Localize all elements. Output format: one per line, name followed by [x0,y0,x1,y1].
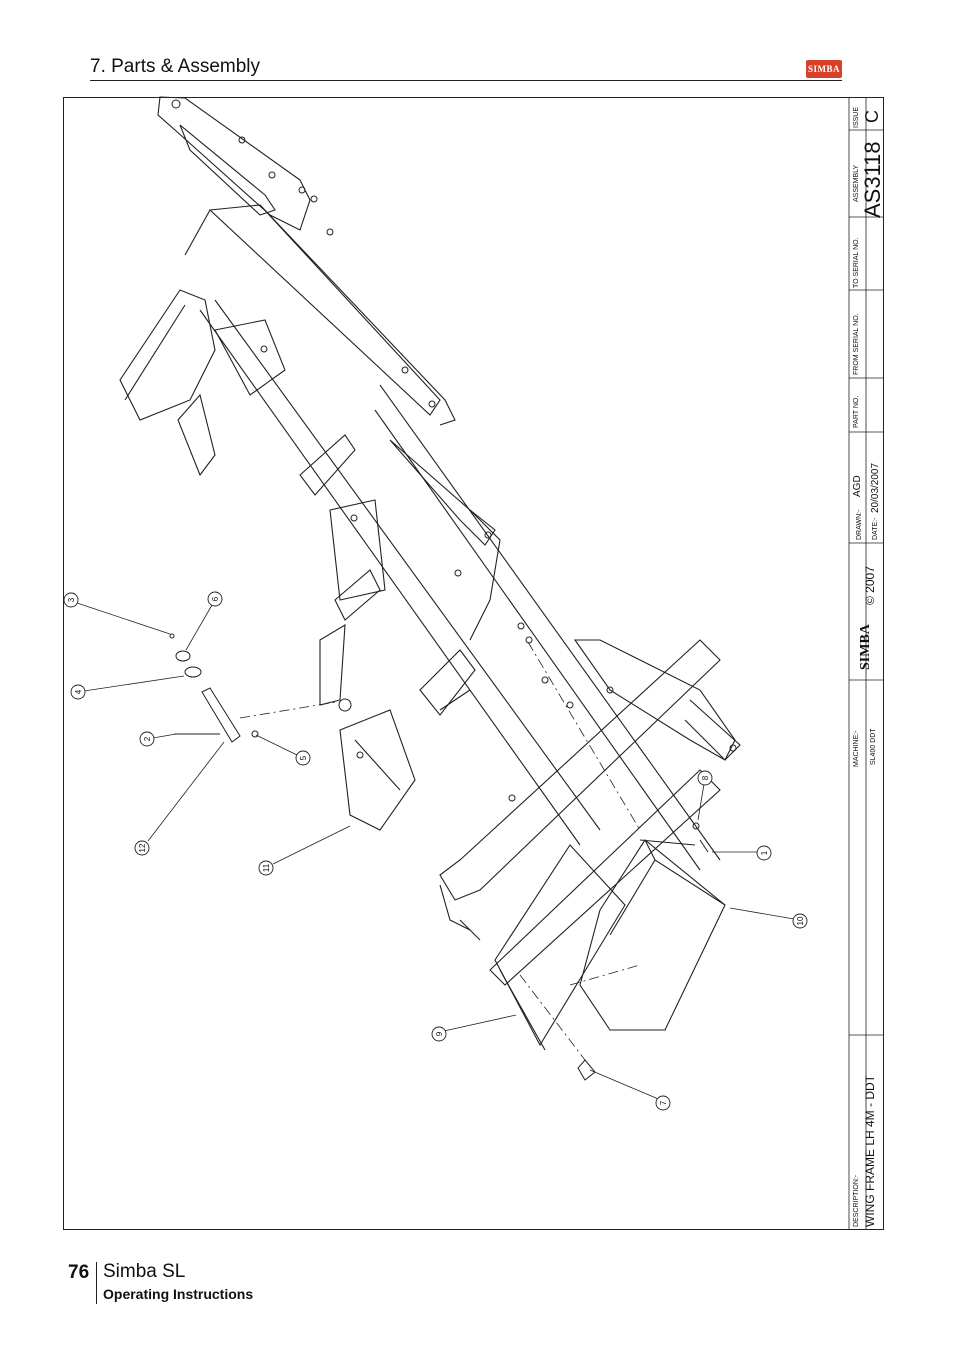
manual-subtitle: Operating Instructions [103,1286,254,1302]
date-label: DATE:- [872,517,879,540]
issue-label: ISSUE [853,107,860,128]
copyright: © 2007 [863,566,877,605]
brand-logo-text: SIMBA [807,64,840,74]
title-block-lines [848,97,884,1230]
svg-text:6: 6 [211,596,220,601]
callout-4: 4 [70,684,86,700]
callout-6: 6 [207,591,223,607]
svg-text:5: 5 [299,755,308,760]
callout-11: 11 [258,860,274,876]
wing-frame-outline [119,96,741,1051]
machine-label: MACHINE:- [853,730,860,767]
svg-text:8: 8 [701,775,710,780]
brand-logo: SIMBA [806,60,842,78]
description-label: DESCRIPTION:- [853,1174,860,1227]
page-number: 76 [68,1262,90,1283]
svg-text:4: 4 [74,689,83,694]
leader-lines [76,602,795,1102]
callout-1: 1 [756,845,772,861]
issue-value: C [862,110,882,123]
callout-7: 7 [655,1095,671,1111]
drawn-value: AGD [852,475,863,497]
assembly-label: ASSEMBLY [853,164,860,202]
date-value: 20/03/2007 [870,463,881,513]
description-value: WING FRAME LH 4M - DDT [863,1074,877,1227]
svg-text:12: 12 [138,843,147,852]
callout-12: 12 [134,840,150,856]
svg-text:10: 10 [796,916,805,925]
svg-text:9: 9 [435,1031,444,1036]
footer-divider [96,1262,97,1304]
svg-text:3: 3 [67,597,76,602]
drawn-label: DRAWN:- [856,509,863,540]
callout-5: 5 [295,750,311,766]
svg-text:1: 1 [760,850,769,855]
callout-8: 8 [697,770,713,786]
drawing-frame [63,97,884,1230]
machine-value: SL400 DDT [870,728,877,765]
part-no-label: PART NO. [853,396,860,428]
svg-text:11: 11 [262,863,271,872]
assembly-value: AS3118 [860,141,885,218]
callout-3: 3 [63,592,79,608]
to-serial-label: TO SERIAL NO. [853,237,860,288]
assembly-lines [239,641,641,1061]
svg-text:2: 2 [143,736,152,741]
title-block-logo: SIMBA [858,623,873,670]
section-title: 7. Parts & Assembly [90,56,261,77]
callout-10: 10 [792,913,808,929]
product-name: Simba SL [103,1261,186,1282]
frame-holes [171,99,737,802]
svg-text:7: 7 [659,1100,668,1105]
hardware-parts [169,622,709,1081]
from-serial-label: FROM SERIAL NO. [853,313,860,375]
callout-2: 2 [139,731,155,747]
header-rule [90,80,842,81]
callout-9: 9 [431,1026,447,1042]
